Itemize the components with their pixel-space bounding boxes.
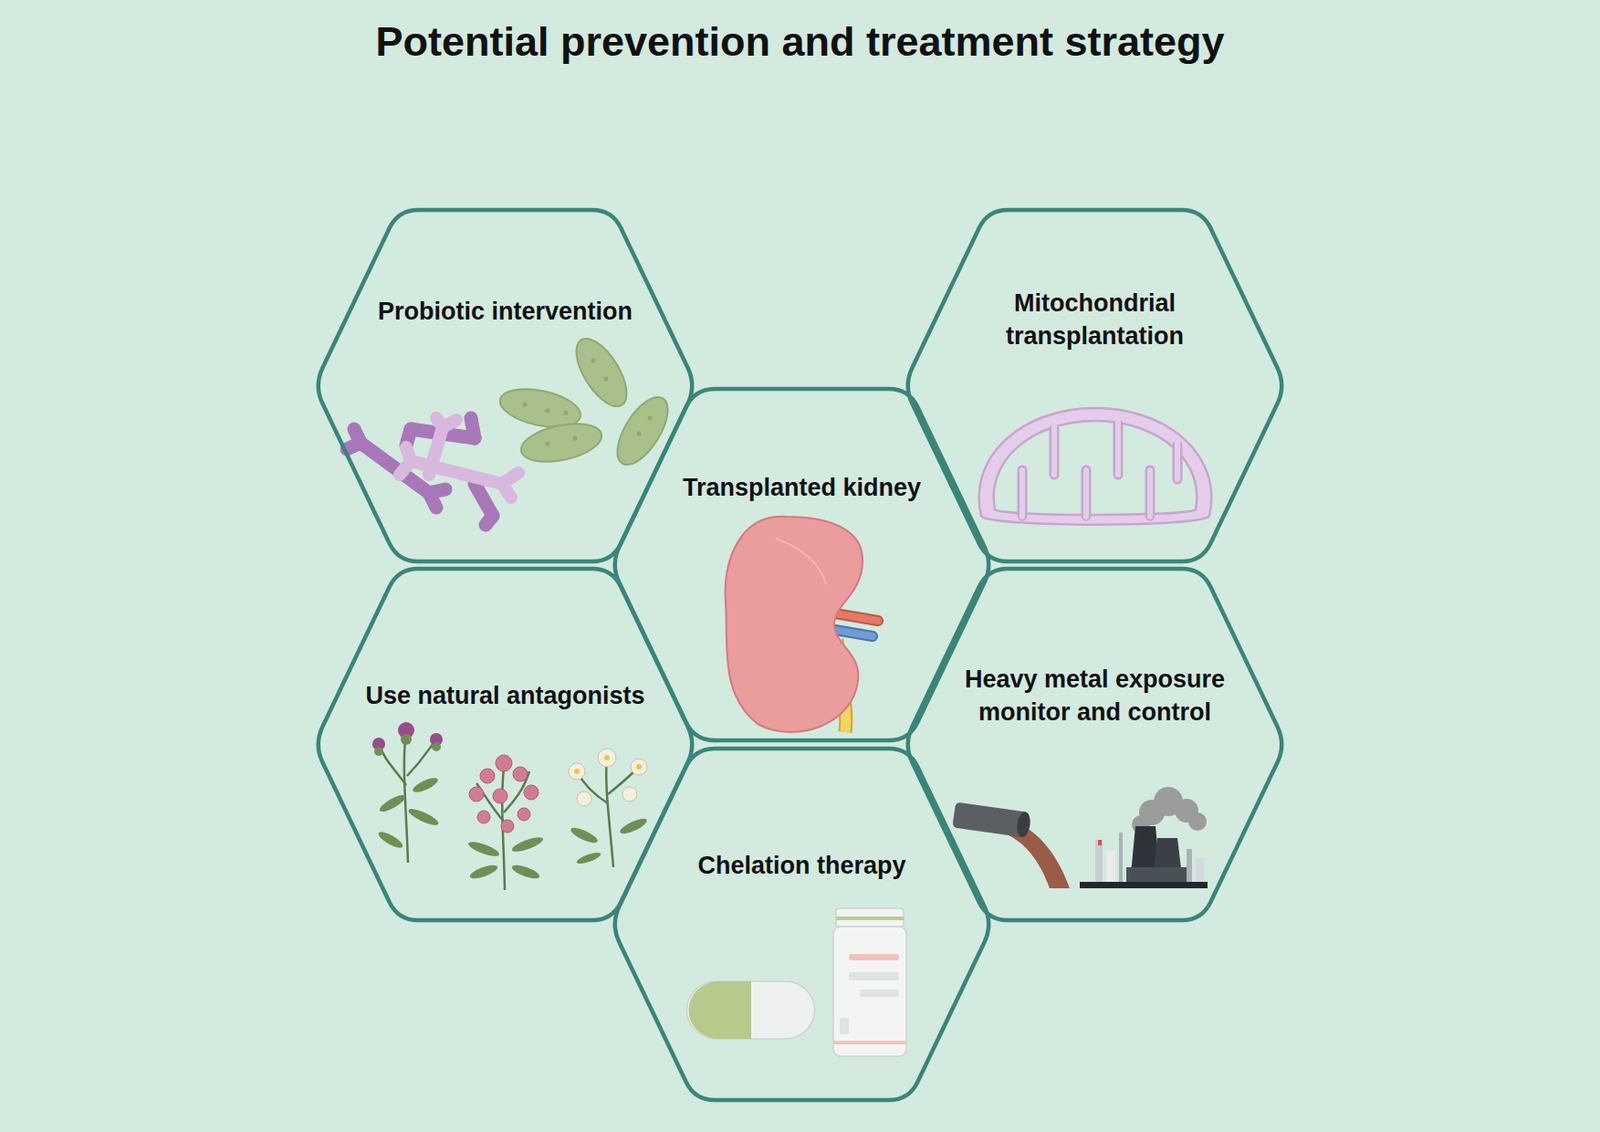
hexagon-outline xyxy=(900,565,1289,923)
hexagon-cell: Chelation therapy xyxy=(607,745,996,1103)
hexagon-outline xyxy=(311,207,700,565)
kidney xyxy=(725,516,879,733)
hexagon-outline xyxy=(607,745,996,1103)
hexagon-cell: Mitochondrial transplantation xyxy=(900,207,1289,565)
cell-label: Use natural antagonists xyxy=(323,679,689,712)
hexagon-outline xyxy=(607,386,996,743)
cell-label: Mitochondrial transplantation xyxy=(958,286,1233,354)
hexagon-cell: Probiotic intervention xyxy=(311,207,700,565)
medicine xyxy=(686,908,907,1057)
title: Potential prevention and treatment strat… xyxy=(0,18,1600,66)
hexagon-outline xyxy=(311,565,700,923)
pollution-sources xyxy=(951,786,1208,889)
hexagon-path xyxy=(615,748,989,1100)
rod-bacteria xyxy=(496,330,678,472)
cell-label: Chelation therapy xyxy=(628,848,976,882)
hexagon-cell: Transplanted kidney xyxy=(607,386,996,743)
cell-label: Transplanted kidney xyxy=(624,470,981,504)
hexagon-outline xyxy=(900,207,1289,565)
cell-label: Probiotic intervention xyxy=(332,294,680,328)
cell-label: Heavy metal exposure monitor and control xyxy=(930,662,1260,730)
hexagon-cell: Use natural antagonists xyxy=(311,565,700,923)
plants xyxy=(372,721,649,890)
mitochondrion xyxy=(979,407,1213,525)
hexagon-cell: Heavy metal exposure monitor and control xyxy=(900,565,1289,923)
